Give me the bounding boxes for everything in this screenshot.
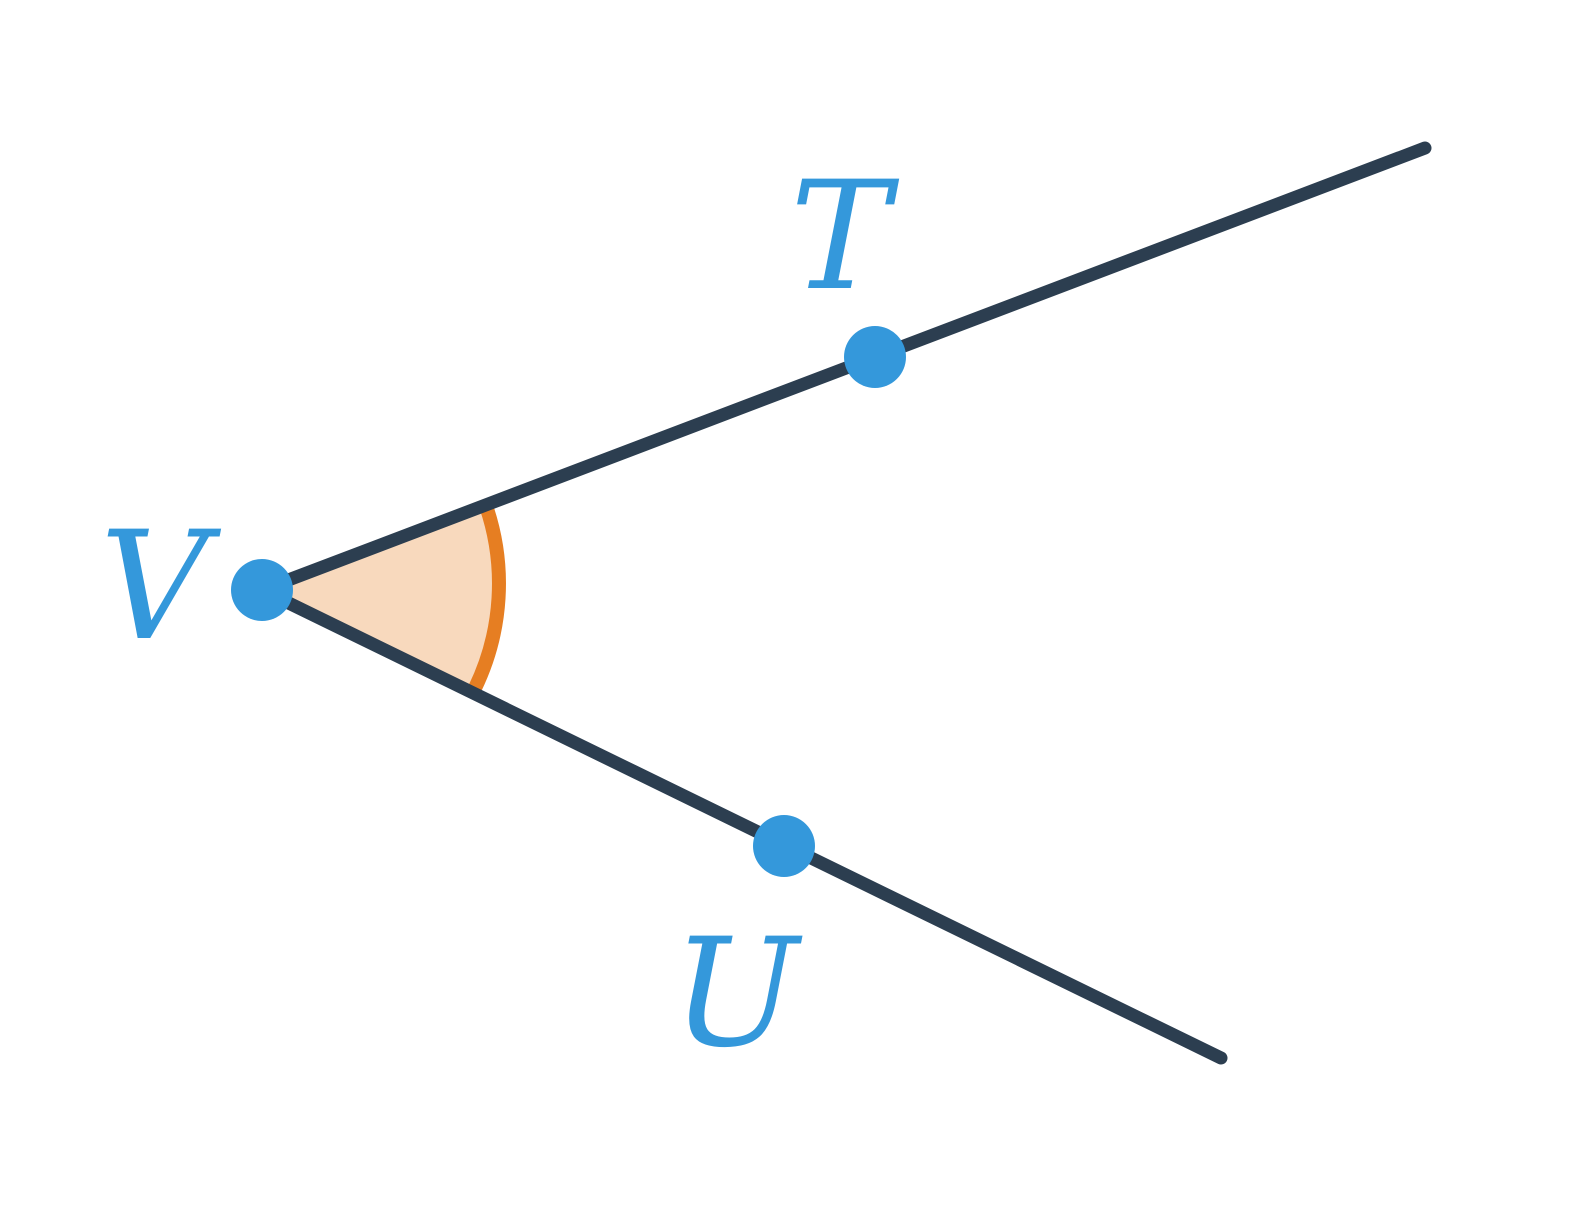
point-u — [753, 815, 815, 877]
angle-sector — [262, 506, 499, 689]
label-u: U — [672, 907, 803, 1081]
angle-arc — [468, 503, 506, 692]
point-v — [231, 559, 293, 621]
ray-vu — [255, 583, 1228, 1065]
label-v: V — [100, 500, 222, 674]
point-t — [844, 326, 906, 388]
ray-vt — [255, 141, 1432, 597]
label-t: T — [790, 150, 900, 324]
